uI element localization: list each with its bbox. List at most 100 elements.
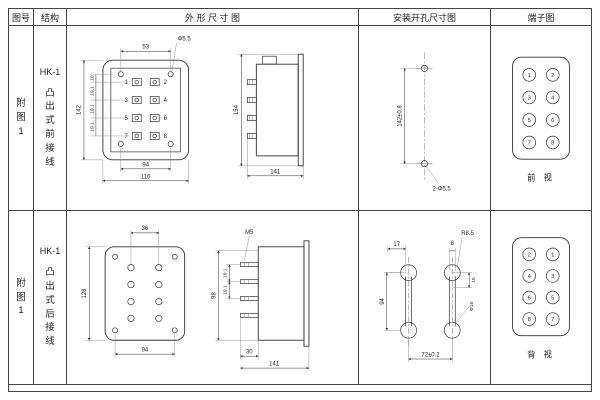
- row2-model-label: HK-1: [39, 246, 61, 257]
- back-term-pos2: 1: [551, 252, 554, 258]
- header-fig-no: 图号: [9, 9, 34, 26]
- dim-seg-191b: 19.1: [89, 104, 95, 114]
- row1-side-view-linework: [238, 53, 304, 179]
- back-term-pos8: 7: [551, 317, 554, 323]
- dim-mount-72: 72±0.2: [421, 353, 439, 359]
- header-fig-no-label: 图号: [11, 12, 30, 23]
- row1-front-dims-linework: [80, 42, 189, 184]
- header-terminal: 端子图: [491, 9, 591, 26]
- dim-front-top-53: 53: [142, 45, 149, 51]
- back-term-pos7: 8: [528, 317, 532, 323]
- front-view-caption: 前 视: [527, 173, 555, 183]
- dim-stud-depth-30: 30: [246, 350, 253, 356]
- row2-terminal-drawing: 2 1 4 3 6 5 8 7 背 视: [512, 237, 570, 359]
- front-term-7: 7: [528, 140, 531, 146]
- header-outline-label: 外 形 尺 寸 图: [184, 12, 240, 23]
- row1-term-num-4: 4: [164, 98, 168, 104]
- row2-structure: HK-1 凸出式后接线: [34, 211, 67, 385]
- row2-terminal-linework: [512, 237, 570, 337]
- dim-mount-17: 17: [393, 242, 400, 248]
- row2-terminal-cell: 2 1 4 3 6 5 8 7 背 视: [491, 211, 591, 385]
- row2-fig-no: 附图1: [9, 211, 34, 385]
- dim-mount-142: 142±0.8: [398, 105, 404, 127]
- header-mounting: 安装开孔尺寸图: [359, 9, 491, 26]
- front-term-4: 4: [551, 95, 555, 101]
- dim-side-seg-191b: 19.1: [222, 285, 228, 295]
- dim-side-depth-141: 141: [270, 169, 281, 175]
- header-terminal-label: 端子图: [527, 12, 555, 23]
- front-term-6: 6: [551, 118, 555, 124]
- row1-terminal-drawing: 1 2 3 4 5 6 7 8 前 视: [512, 56, 570, 183]
- dim-seg-191a: 19.1: [89, 86, 95, 96]
- row1-mounting-linework: [400, 52, 439, 184]
- dim-seg-191c: 19.1: [89, 122, 95, 132]
- header-structure-label: 结构: [40, 12, 59, 23]
- row1-structure: HK-1 凸出式前接线: [34, 26, 67, 211]
- dim-mount-6: 6: [451, 241, 455, 247]
- row1-term-num-3: 3: [124, 98, 128, 104]
- label-m5-stud: M5: [245, 230, 254, 236]
- row1-front-terminals: [131, 78, 160, 140]
- row1-fig-no-label: 附图1: [16, 98, 26, 137]
- dim-side-height-154: 154: [234, 104, 240, 115]
- front-term-3: 3: [528, 95, 532, 101]
- row2-fig-no-label: 附图1: [16, 277, 26, 317]
- dim-seg-19: 19: [89, 75, 95, 81]
- back-term-pos3: 4: [528, 274, 532, 280]
- row1-term-num-5: 5: [124, 116, 128, 122]
- row1-terminal-cell: 1 2 3 4 5 6 7 8 前 视: [491, 26, 591, 211]
- front-term-8: 8: [551, 140, 555, 146]
- dim-rear-height-128: 128: [82, 288, 88, 299]
- row2-structure-label: 凸出式后接线: [45, 267, 55, 348]
- row2-outline-drawing: 36 128 94: [82, 226, 310, 372]
- row1-front-view-linework: [102, 59, 190, 161]
- dim-rear-width-94: 94: [142, 348, 149, 354]
- dim-side-seg-191a: 19.1: [222, 268, 228, 278]
- row2-rear-terminals: [127, 264, 163, 322]
- row1-mounting-cell: 142±0.8 2-Φ5.5: [359, 26, 491, 211]
- dim-mount-94: 94: [380, 297, 386, 304]
- row1-mounting-drawing: 142±0.8 2-Φ5.5: [398, 52, 451, 192]
- back-view-caption: 背 视: [527, 349, 555, 359]
- front-term-1: 1: [528, 73, 531, 79]
- row1-outline-drawing: 1 2 3 4 5 6 7 8: [76, 36, 304, 184]
- header-outline: 外 形 尺 寸 图: [67, 9, 359, 26]
- row2-mounting-drawing: 17 6 15 R8.5 Φ16 94 72±0.2: [380, 231, 477, 363]
- spec-table: 图号 结构 外 形 尺 寸 图 安装开孔尺寸图 端子图 附图1 HK-1 凸出式…: [8, 8, 592, 392]
- dim-front-width-94: 94: [142, 162, 149, 168]
- back-term-pos6: 5: [551, 295, 555, 301]
- row2-outline-cell: 36 128 94: [67, 211, 359, 385]
- back-term-pos1: 2: [528, 252, 531, 258]
- row1-term-num-6: 6: [164, 116, 168, 122]
- row1-fig-no: 附图1: [9, 26, 34, 211]
- bottom-strip: [9, 385, 591, 391]
- row1-term-num-2: 2: [164, 80, 168, 86]
- dim-rear-top-36: 36: [142, 226, 149, 232]
- dim-side-depth-141: 141: [269, 362, 280, 368]
- dim-front-height-142: 142: [76, 104, 82, 115]
- row2-rear-view-linework: [86, 229, 186, 358]
- row1-model-label: HK-1: [39, 66, 61, 77]
- row1-term-num-1: 1: [124, 80, 128, 86]
- front-term-5: 5: [528, 118, 532, 124]
- row1-terminal-linework: [512, 56, 570, 160]
- dim-mount-15: 15: [471, 277, 477, 283]
- row2-side-view-linework: [215, 235, 310, 372]
- header-structure: 结构: [34, 9, 67, 26]
- row1-term-num-8: 8: [164, 134, 168, 140]
- dim-front-width-116: 116: [141, 174, 151, 180]
- header-mounting-label: 安装开孔尺寸图: [392, 12, 456, 23]
- back-term-pos5: 6: [528, 295, 532, 301]
- row1-structure-label: 凸出式前接线: [45, 87, 55, 168]
- row1-outline-cell: 1 2 3 4 5 6 7 8: [67, 26, 359, 211]
- dim-hole-phi55: Φ5.5: [178, 36, 192, 42]
- label-2-phi55: 2-Φ5.5: [432, 186, 451, 192]
- row1-term-num-7: 7: [124, 134, 128, 140]
- back-term-pos4: 3: [551, 274, 555, 280]
- row2-mounting-cell: 17 6 15 R8.5 Φ16 94 72±0.2: [359, 211, 491, 385]
- label-phi16: Φ16: [469, 301, 475, 311]
- front-term-2: 2: [551, 73, 554, 79]
- dim-side-height-98: 98: [211, 292, 217, 299]
- label-r85: R8.5: [461, 231, 474, 237]
